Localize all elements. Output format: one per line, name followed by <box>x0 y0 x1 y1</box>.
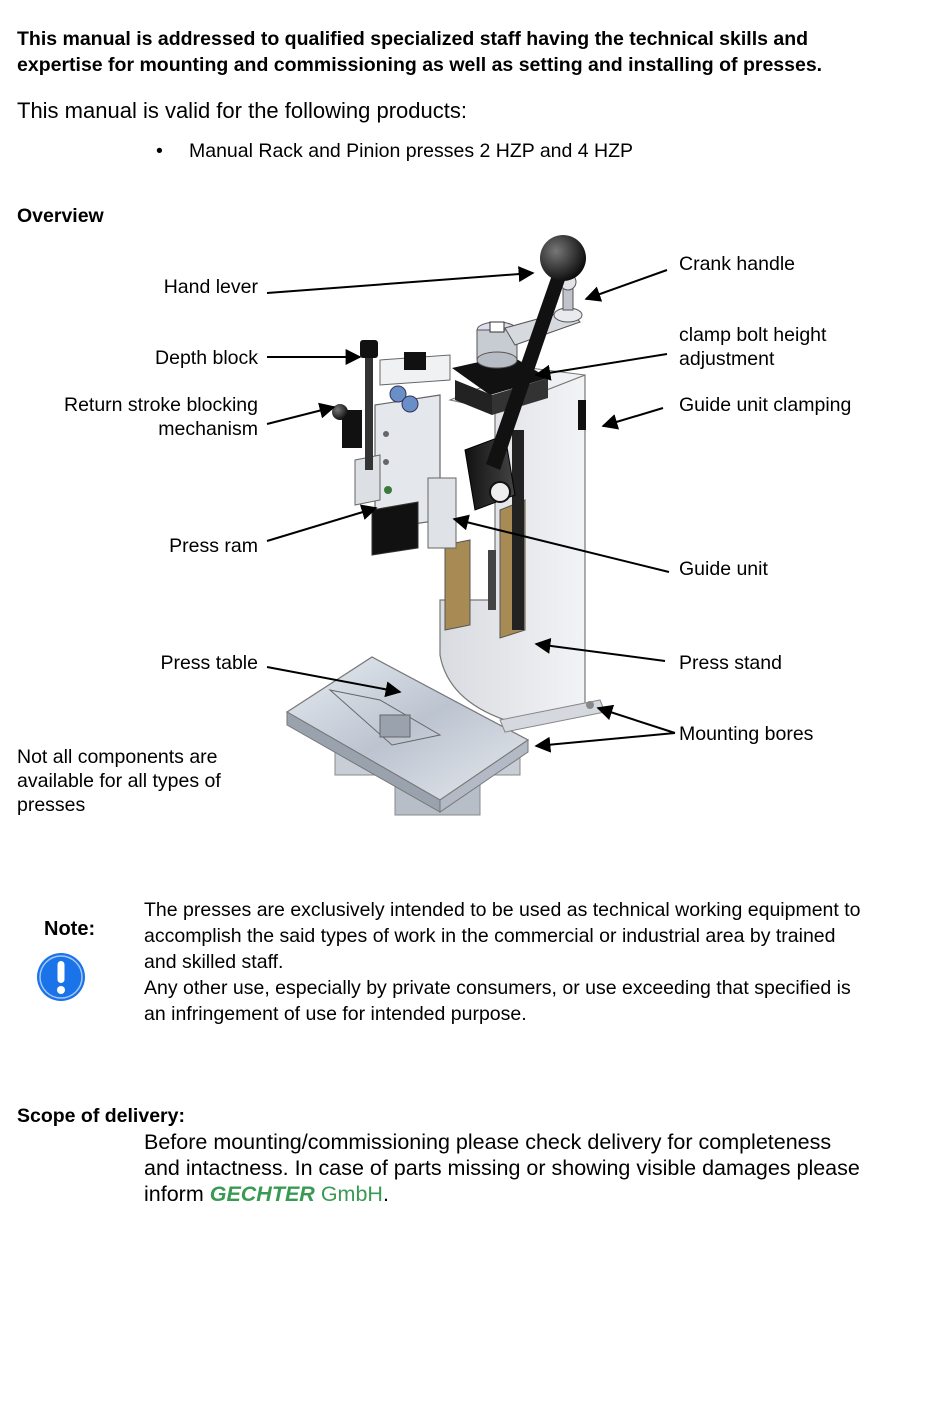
return-stroke-shape <box>332 404 362 448</box>
label-return-stroke: Return stroke blocking mechanism <box>64 393 258 441</box>
clamp-bolt-shape <box>476 321 518 369</box>
scope-heading: Scope of delivery: <box>17 1105 185 1127</box>
note-paragraph-2: Any other use, especially by private con… <box>144 977 851 1025</box>
brand-suffix: GmbH <box>314 1182 383 1206</box>
availability-note: Not all components are available for all… <box>17 746 221 816</box>
label-guide-unit-clamping: Guide unit clamping <box>679 394 852 416</box>
validity-statement: This manual is valid for the following p… <box>17 98 467 123</box>
leader-crank-handle <box>584 269 668 302</box>
hand-lever-shape <box>486 235 586 470</box>
depth-block-shape <box>360 340 378 470</box>
leader-guide-unit <box>452 514 670 573</box>
press-illustration <box>266 235 676 816</box>
note-label: Note: <box>44 918 96 940</box>
label-return-stroke-line-2: mechanism <box>158 418 258 440</box>
brand-name: GECHTER <box>209 1182 315 1206</box>
label-return-stroke-line-1: Return stroke blocking <box>63 394 258 416</box>
press-ram-shape <box>354 352 457 556</box>
overview-heading: Overview <box>17 205 104 227</box>
label-clamp-bolt-line-2: adjustment <box>679 348 775 370</box>
label-depth-block: Depth block <box>155 347 258 369</box>
leader-press-ram <box>266 504 378 542</box>
press-table-shape <box>285 656 530 813</box>
scope-text: Before mounting/commissioning please che… <box>144 1130 860 1206</box>
product-name: Manual Rack and Pinion presses 2 HZP and… <box>189 140 634 162</box>
audience-statement: This manual is addressed to qualified sp… <box>17 26 917 78</box>
label-hand-lever: Hand lever <box>163 276 258 298</box>
label-clamp-bolt: clamp bolt height adjustment <box>679 323 826 371</box>
label-crank-handle: Crank handle <box>679 253 795 275</box>
label-press-stand: Press stand <box>679 652 782 674</box>
leader-guide-unit-clamping <box>601 407 664 430</box>
scope-end: . <box>382 1182 389 1206</box>
note-paragraph-1: The presses are exclusively intended to … <box>144 899 861 973</box>
audience-line-1: This manual is addressed to qualified sp… <box>17 28 809 50</box>
label-clamp-bolt-line-1: clamp bolt height <box>679 324 827 346</box>
leader-mounting-bore-1 <box>596 704 676 734</box>
leader-return-stroke <box>266 402 336 425</box>
label-press-table: Press table <box>160 652 258 674</box>
label-press-ram: Press ram <box>169 535 258 557</box>
leader-clamp-bolt <box>534 353 668 381</box>
label-mounting-bores: Mounting bores <box>679 723 814 745</box>
product-list-item: • Manual Rack and Pinion presses 2 HZP an… <box>156 140 633 163</box>
audience-line-2: expertise for mounting and commissioning… <box>17 54 823 76</box>
leader-mounting-bore-2 <box>534 732 676 753</box>
leader-press-table <box>266 666 402 698</box>
leader-hand-lever <box>266 266 535 294</box>
bullet-icon: • <box>156 140 163 162</box>
leader-press-stand <box>534 637 666 662</box>
scope-body: Before mounting/commissioning please che… <box>144 1129 864 1207</box>
note-body: The presses are exclusively intended to … <box>144 897 864 1027</box>
exclamation-circle-icon <box>37 953 85 1001</box>
label-guide-unit: Guide unit <box>679 558 768 580</box>
